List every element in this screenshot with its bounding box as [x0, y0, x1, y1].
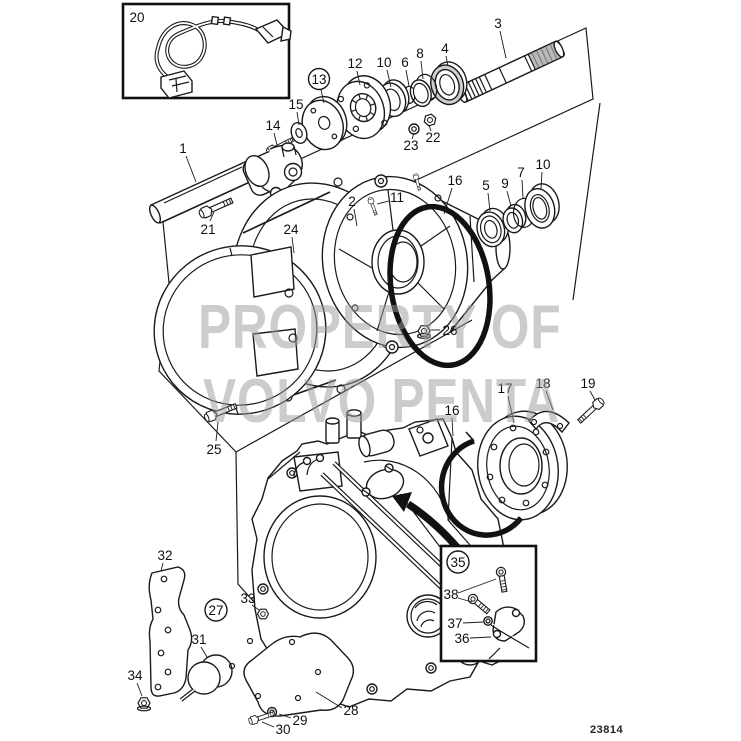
cover-plate	[228, 632, 355, 717]
support-plate	[148, 566, 193, 697]
cone-rings	[409, 73, 438, 108]
callout-layer: 1 2 3 4 5 6 7 8 9 10 10 11 12 13 14 15 1…	[127, 10, 595, 737]
callout-19: 19	[580, 376, 595, 391]
drawing-number: 23814	[590, 724, 623, 736]
callout-26: 26	[442, 323, 457, 338]
callout-25: 25	[206, 442, 221, 457]
lock-bracket	[528, 410, 570, 434]
callout-22: 22	[425, 130, 440, 145]
snap-ring-large	[438, 431, 524, 538]
coupling-flange	[336, 75, 392, 140]
callout-3: 3	[494, 16, 502, 31]
callout-7: 7	[517, 165, 525, 180]
callout-16-upper: 16	[447, 173, 462, 188]
callout-36: 36	[454, 631, 469, 646]
washer-15	[290, 122, 308, 144]
callout-35: 35	[450, 555, 465, 570]
callout-27: 27	[208, 603, 223, 618]
sensor-washer	[483, 616, 493, 626]
top-bracket	[408, 418, 449, 457]
callout-16-lower: 16	[444, 403, 459, 418]
cable-connector-left	[160, 70, 193, 99]
shaft-nut	[422, 112, 438, 128]
clamping-flange	[477, 410, 568, 521]
callout-2: 2	[348, 194, 356, 209]
callout-12: 12	[347, 56, 362, 71]
callout-38: 38	[443, 587, 458, 602]
sealing-ring-10-mid	[524, 183, 560, 229]
callout-17: 17	[497, 381, 512, 396]
callout-8: 8	[416, 46, 424, 61]
callout-29: 29	[292, 713, 307, 728]
callout-21: 21	[200, 222, 215, 237]
callout-13: 13	[311, 72, 326, 87]
shaft-washer	[408, 123, 420, 135]
callout-31: 31	[191, 632, 206, 647]
damper-plug	[179, 654, 233, 702]
callout-6: 6	[401, 55, 409, 70]
callout-34: 34	[127, 668, 143, 683]
callout-23: 23	[403, 138, 418, 153]
callout-35-circle	[446, 550, 470, 574]
callout-24: 24	[283, 222, 299, 237]
bolt-30	[247, 709, 277, 726]
inset-box-cable-kit	[121, 2, 292, 100]
nut-33	[256, 608, 270, 620]
flange-disc	[301, 95, 348, 151]
callout-9: 9	[501, 176, 509, 191]
callout-27-circle	[204, 598, 228, 622]
callout-13-circle	[307, 67, 331, 91]
callout-15: 15	[288, 97, 303, 112]
adapter-housing	[321, 174, 511, 354]
callout-1: 1	[179, 141, 187, 156]
callout-30: 30	[275, 722, 290, 737]
leader-lines	[136, 30, 596, 728]
callout-5: 5	[482, 178, 490, 193]
callout-37: 37	[447, 616, 462, 631]
callout-4: 4	[441, 41, 449, 56]
sensor-wire	[490, 624, 530, 649]
nut-34	[136, 697, 152, 712]
o-ring-large	[387, 203, 493, 369]
callout-10-upper: 10	[376, 55, 391, 70]
callout-14: 14	[265, 118, 281, 133]
output-shaft	[456, 40, 565, 103]
filler-caps	[325, 409, 395, 458]
seal-5	[476, 207, 510, 248]
sensor-bracket	[488, 606, 526, 660]
ring-9	[502, 203, 527, 234]
cable-connector-right	[254, 19, 292, 44]
callout-11: 11	[390, 190, 404, 205]
callout-18: 18	[535, 376, 550, 391]
callout-32: 32	[157, 548, 172, 563]
bolt-19	[575, 395, 607, 426]
snap-ring-7	[512, 197, 535, 228]
cable-harness	[154, 15, 292, 99]
callout-33: 33	[240, 591, 255, 606]
nut-26	[416, 325, 432, 339]
callout-28: 28	[343, 703, 358, 718]
callout-20: 20	[129, 10, 144, 25]
callout-10-mid: 10	[535, 157, 550, 172]
